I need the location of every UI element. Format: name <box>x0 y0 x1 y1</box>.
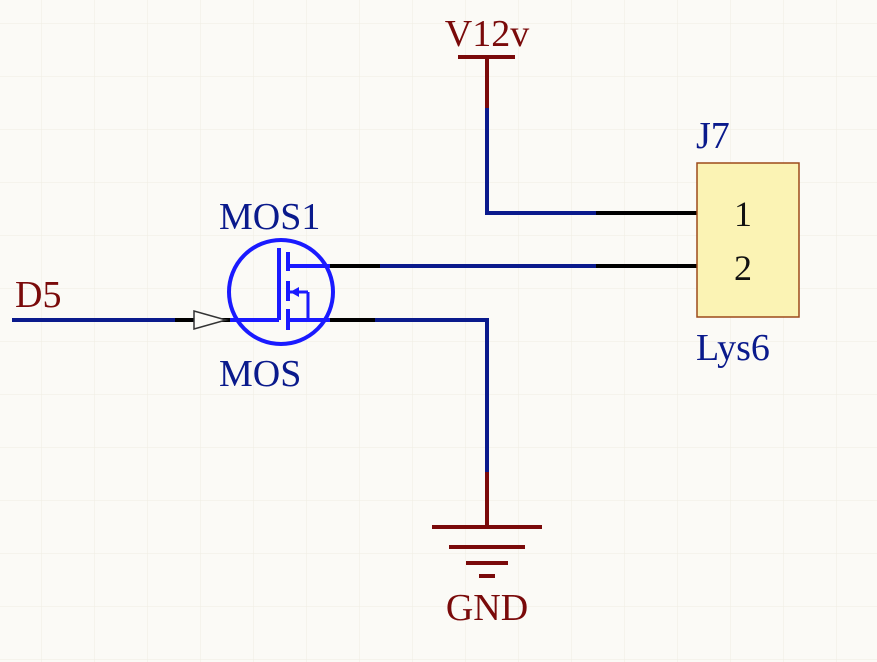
gate-input-arrow-icon <box>193 310 229 330</box>
connector-body <box>696 162 800 318</box>
wire-v12v-to-j7-pin1[interactable] <box>485 106 598 215</box>
d5-net-port[interactable]: D5 <box>12 274 61 322</box>
mosfet-designator: MOS1 <box>219 196 320 238</box>
connector-pin-2-number: 2 <box>734 248 752 288</box>
gnd-power-port[interactable] <box>432 472 542 578</box>
gnd-label: GND <box>446 587 528 629</box>
mosfet-body-circle <box>227 238 335 346</box>
d5-net-label: D5 <box>15 274 61 316</box>
mosfet-symbol[interactable] <box>227 238 335 346</box>
connector-designator: J7 <box>696 115 730 157</box>
wire-mos-source-to-gnd[interactable] <box>373 318 489 474</box>
mosfet-comment: MOS <box>219 353 301 395</box>
vcc-label: V12v <box>445 13 529 55</box>
mosfet-body-arrow-icon <box>290 287 299 297</box>
wires <box>12 106 598 474</box>
connector-comment: Lys6 <box>696 327 770 369</box>
connector-pin-1-number: 1 <box>734 194 752 234</box>
d5-net-dot <box>12 318 16 322</box>
vcc-power-port[interactable]: V12v <box>445 13 529 108</box>
connector-j7[interactable]: 1 2 <box>696 162 800 318</box>
